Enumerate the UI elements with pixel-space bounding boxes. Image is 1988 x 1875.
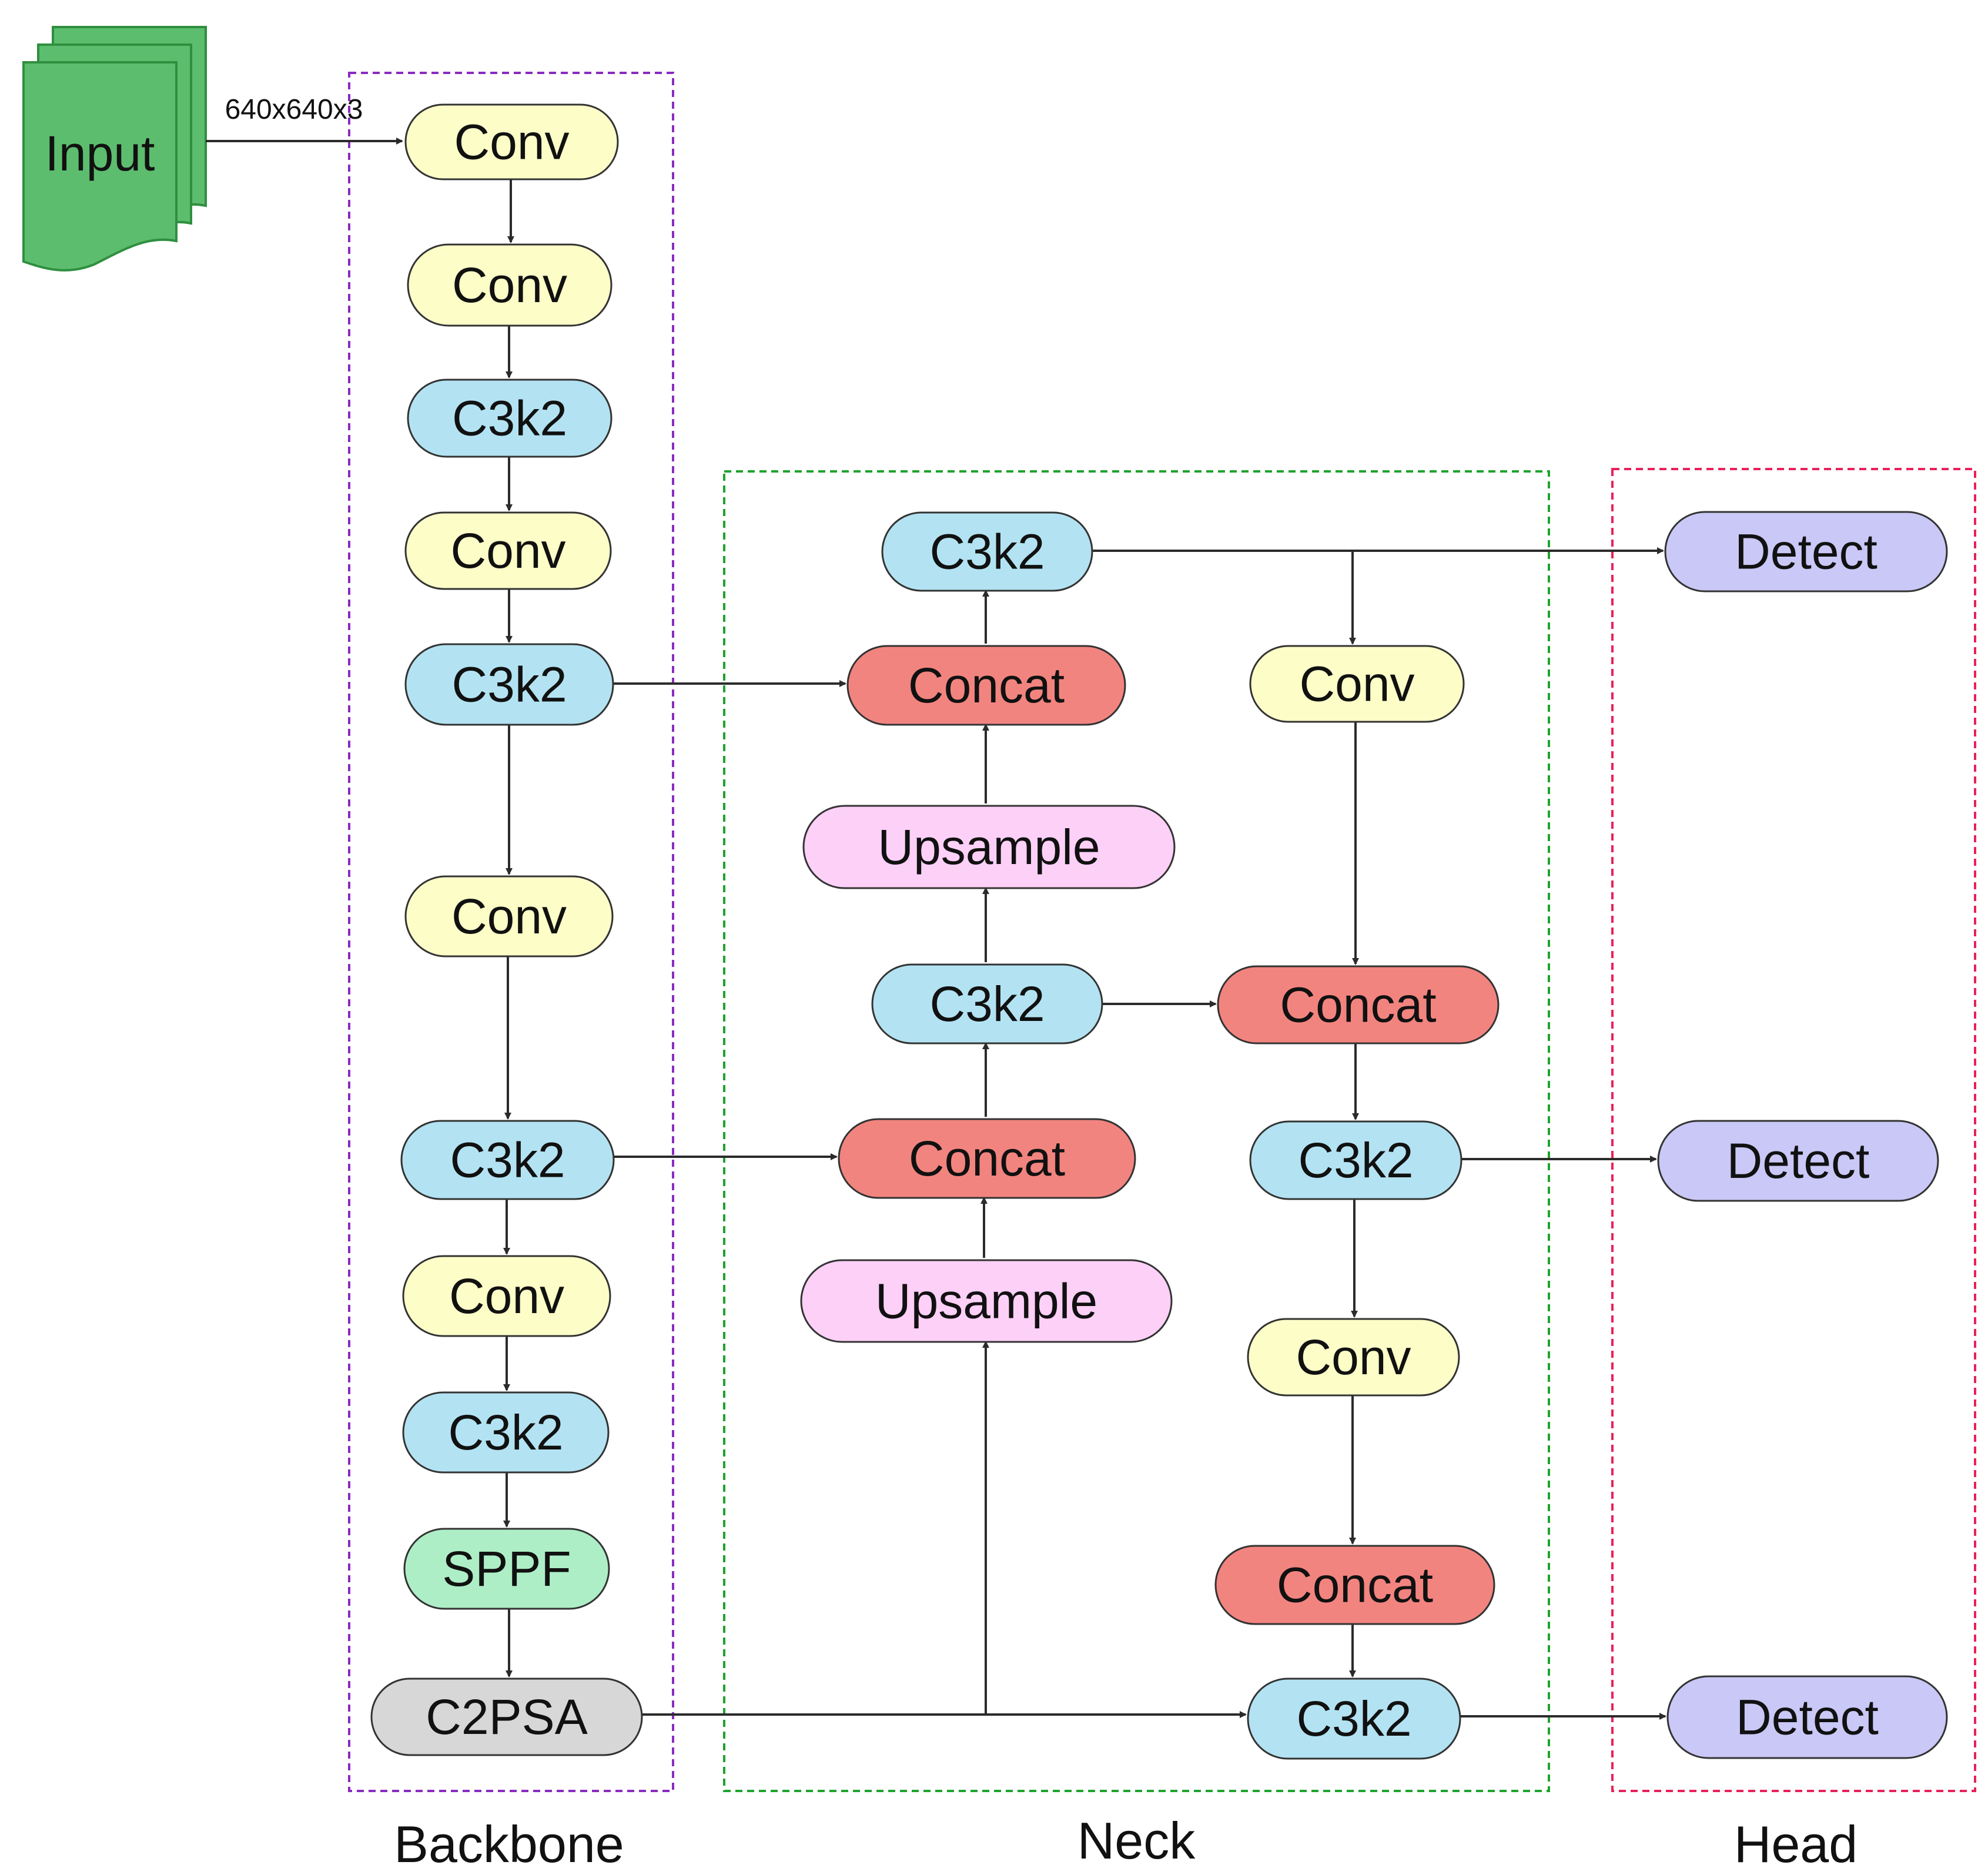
node-bb-c3k2-4: C3k2: [402, 1391, 610, 1474]
upsample-node-shape: [800, 1259, 1173, 1343]
concat-node-label: Concat: [1280, 977, 1436, 1033]
input-icon: [22, 26, 207, 272]
node-nk-c3k2-r1: C3k2: [1249, 1120, 1462, 1200]
node-hd-detect-3: Detect: [1666, 1675, 1948, 1759]
upsample-node-label: Upsample: [875, 1274, 1097, 1329]
detect-node-shape: [1666, 1675, 1948, 1759]
node-nk-c3k2-mid: C3k2: [871, 963, 1103, 1044]
sppf-node-shape: [403, 1528, 610, 1610]
head-label: Head: [1734, 1815, 1858, 1873]
conv-node-shape: [407, 243, 613, 327]
conv-node-shape: [404, 103, 619, 180]
conv-node-shape: [1249, 645, 1465, 723]
node-nk-concat-2: Concat: [838, 1118, 1136, 1199]
node-nk-conv-1: Conv: [1249, 645, 1465, 723]
concat-node-label: Concat: [1277, 1558, 1433, 1613]
c3k2-node-label: C3k2: [929, 524, 1045, 580]
node-bb-conv3: Conv: [404, 511, 612, 590]
conv-node-label: Conv: [454, 115, 569, 170]
node-nk-concat-3: Concat: [1217, 965, 1500, 1044]
detect-node-label: Detect: [1736, 1690, 1879, 1745]
detect-node-shape: [1657, 1120, 1939, 1202]
node-nk-upsample-2: Upsample: [800, 1259, 1173, 1343]
c3k2-node-label: C3k2: [929, 976, 1045, 1032]
backbone-section: [348, 72, 674, 1792]
node-nk-c3k2-r2: C3k2: [1247, 1678, 1461, 1760]
upsample-node-label: Upsample: [878, 819, 1100, 875]
conv-node-label: Conv: [451, 889, 567, 944]
node-nk-concat-4: Concat: [1214, 1545, 1495, 1625]
sppf-node-label: SPPF: [442, 1541, 571, 1596]
c3k2-node-shape: [400, 1120, 615, 1200]
conv-node-label: Conv: [1299, 657, 1414, 712]
conv-node-label: Conv: [1296, 1330, 1411, 1385]
node-bb-c3k2-2: C3k2: [404, 643, 614, 726]
input-dims-label: 640x640x3: [225, 94, 363, 125]
head-section: [1611, 468, 1976, 1792]
concat-node-label: Concat: [908, 658, 1065, 713]
neck-label: Neck: [1077, 1812, 1196, 1870]
node-bb-sppf: SPPF: [403, 1528, 610, 1610]
node-bb-conv4: Conv: [404, 875, 614, 957]
c3k2-node-shape: [407, 379, 613, 458]
c3k2-node-label: C3k2: [1296, 1691, 1411, 1746]
node-hd-detect-2: Detect: [1657, 1120, 1939, 1202]
edges: [206, 138, 1666, 1720]
concat-node-shape: [1214, 1545, 1495, 1625]
node-bb-conv5: Conv: [402, 1255, 611, 1337]
conv-node-label: Conv: [450, 523, 565, 578]
c3k2-node-shape: [1249, 1120, 1462, 1200]
neck-section: [723, 470, 1550, 1792]
c3k2-node-label: C3k2: [1298, 1133, 1413, 1188]
c3k2-node-label: C3k2: [452, 391, 567, 446]
node-nk-c3k2-top: C3k2: [881, 511, 1093, 592]
concat-node-shape: [1217, 965, 1500, 1044]
node-bb-conv2: Conv: [407, 243, 613, 327]
node-bb-c3k2-3: C3k2: [400, 1120, 615, 1200]
conv-node-shape: [404, 875, 614, 957]
detect-node-label: Detect: [1727, 1133, 1870, 1188]
c3k2-node-label: C3k2: [451, 657, 567, 712]
node-bb-c3k2-1: C3k2: [407, 379, 613, 458]
conv-node-shape: [404, 511, 612, 590]
concat-node-shape: [838, 1118, 1136, 1199]
c2psa-node-label: C2PSA: [426, 1689, 587, 1745]
node-nk-conv-2: Conv: [1247, 1318, 1460, 1397]
conv-node-label: Conv: [449, 1268, 564, 1324]
input-label: Input: [45, 126, 155, 181]
node-nk-concat-1: Concat: [846, 645, 1126, 726]
c3k2-node-label: C3k2: [448, 1405, 563, 1460]
concat-node-label: Concat: [909, 1131, 1065, 1186]
c3k2-node-shape: [1247, 1678, 1461, 1760]
c3k2-node-shape: [404, 643, 614, 726]
node-nk-upsample-1: Upsample: [802, 805, 1176, 889]
detect-node-label: Detect: [1735, 524, 1877, 580]
c2psa-node-shape: [370, 1678, 643, 1756]
node-bb-c2psa: C2PSA: [370, 1678, 643, 1756]
conv-node-shape: [402, 1255, 611, 1337]
conv-node-label: Conv: [452, 257, 567, 313]
c3k2-node-shape: [402, 1391, 610, 1474]
c3k2-node-shape: [871, 963, 1103, 1044]
node-bb-conv1: Conv: [404, 103, 619, 180]
conv-node-shape: [1247, 1318, 1460, 1397]
concat-node-shape: [846, 645, 1126, 726]
c3k2-node-shape: [881, 511, 1093, 592]
node-hd-detect-1: Detect: [1664, 511, 1948, 592]
backbone-label: Backbone: [394, 1815, 624, 1873]
upsample-node-shape: [802, 805, 1176, 889]
c3k2-node-label: C3k2: [450, 1133, 565, 1188]
detect-node-shape: [1664, 511, 1948, 592]
